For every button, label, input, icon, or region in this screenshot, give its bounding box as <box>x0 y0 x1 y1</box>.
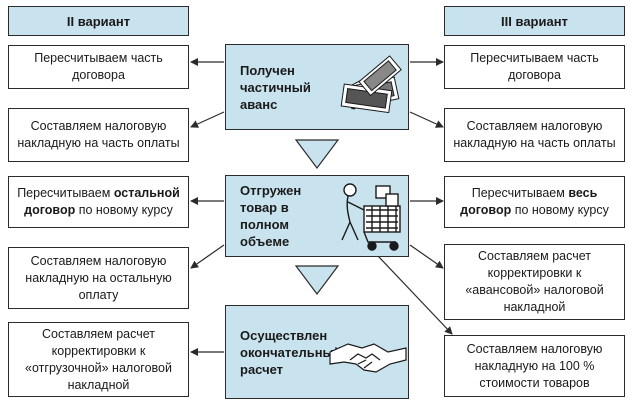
right-box-tax-invoice-part: Составляем налоговую накладную на часть … <box>444 108 625 162</box>
right-box-tax-invoice-full-text: Составляем налоговую накладную на 100 % … <box>466 341 603 390</box>
right-box3-post: по новому курсу <box>511 203 609 217</box>
right-box-correction-advance: Составляем расчет корректировки к «аванс… <box>444 244 625 320</box>
right-box-recalc-part-text: Пересчитываем часть договора <box>470 51 599 82</box>
arrow-step2-right3 <box>377 255 453 335</box>
left-box-tax-invoice-part-text: Составляем налоговую накладную на часть … <box>17 119 180 150</box>
right-box-tax-invoice-full: Составляем налоговую накладную на 100 % … <box>444 335 625 397</box>
header-variant-2-label: II вариант <box>66 13 131 29</box>
left-box-tax-invoice-remaining-text: Составляем налоговую накладную на осталь… <box>25 253 172 302</box>
arrow-step2-left2 <box>190 244 225 269</box>
right-box3-bold1: весь <box>568 186 598 200</box>
left-box3-pre: Пересчитываем <box>17 186 114 200</box>
right-box-recalc-whole-text: Пересчитываем весь договор по новому курс… <box>460 185 609 219</box>
right-box3-pre: Пересчитываем <box>471 186 569 200</box>
left-box-correction-shipment-text: Составляем расчет корректировки к «отгру… <box>25 326 172 392</box>
arrow-step1-left2 <box>190 111 225 128</box>
step-partial-advance-label: Получен частичный аванс <box>240 62 311 112</box>
arrow-step1-right2 <box>409 111 444 128</box>
down-triangle-2 <box>294 265 340 295</box>
left-box-tax-invoice-part: Составляем налоговую накладную на часть … <box>8 108 189 162</box>
left-box-recalc-remaining-text: Пересчитываем остальной договор по новому… <box>17 185 180 219</box>
step-goods-shipped-label: Отгружен товар в полном объеме <box>240 183 302 249</box>
right-box-recalc-part: Пересчитываем часть договора <box>444 45 625 89</box>
handshake-icon <box>329 343 407 373</box>
left-box3-bold2: договор <box>24 203 76 217</box>
right-box-recalc-whole: Пересчитываем весь договор по новому курс… <box>444 176 625 228</box>
left-box-recalc-remaining: Пересчитываем остальной договор по новому… <box>8 176 189 228</box>
header-variant-3: III вариант <box>444 6 625 36</box>
left-box3-bold1: остальной <box>113 186 180 200</box>
person-with-cart-icon <box>341 183 401 251</box>
money-bills-icon <box>340 55 402 114</box>
left-box3-post: по новому курсу <box>75 203 173 217</box>
right-box-tax-invoice-part-text: Составляем налоговую накладную на часть … <box>453 119 616 150</box>
down-triangle-1 <box>294 139 340 169</box>
left-box-recalc-part-text: Пересчитываем часть договора <box>34 51 163 82</box>
right-box-correction-advance-text: Составляем расчет корректировки к «аванс… <box>465 249 604 314</box>
right-box3-bold2: договор <box>460 203 512 217</box>
left-box-correction-shipment: Составляем расчет корректировки к «отгру… <box>8 322 189 397</box>
header-variant-3-label: III вариант <box>501 13 568 29</box>
header-variant-2: II вариант <box>8 6 189 36</box>
left-box-tax-invoice-remaining: Составляем налоговую накладную на осталь… <box>8 247 189 309</box>
left-box-recalc-part: Пересчитываем часть договора <box>8 45 189 89</box>
step-final-settlement-label: Осуществлен окончательный расчет <box>240 327 342 377</box>
arrow-step2-right2 <box>409 244 444 269</box>
